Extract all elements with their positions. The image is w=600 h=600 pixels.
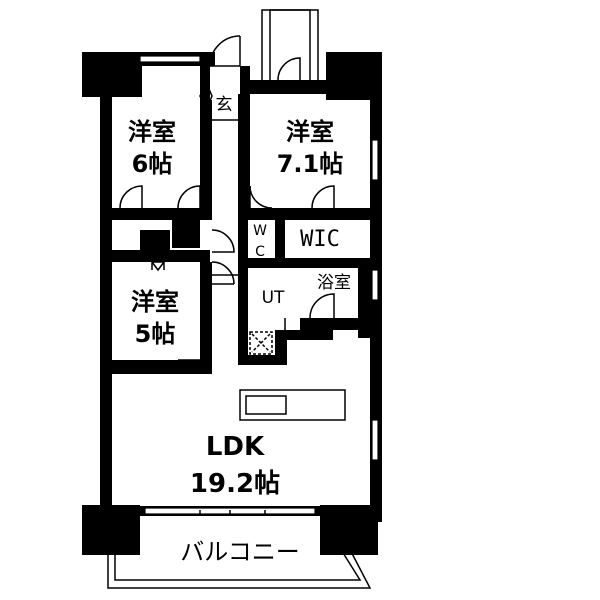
balcony-label: バルコニー <box>180 538 300 566</box>
western-room-2-size: 7.1帖 <box>277 150 344 178</box>
interior-walls <box>100 94 378 374</box>
labels: 玄 洋室 6帖 洋室 7.1帖 W C WC WIC 浴室 UT 洋室 5帖 L… <box>128 95 351 566</box>
exterior-walls <box>82 9 382 555</box>
western-room-3-size: 5帖 <box>135 320 176 348</box>
bath-label: 浴室 <box>317 273 351 293</box>
entrance-label: 玄 <box>216 95 233 115</box>
western-room-1-size: 6帖 <box>132 150 173 178</box>
wc-label-c: C <box>255 244 265 260</box>
ldk-size: 19.2帖 <box>190 469 280 499</box>
doors <box>119 35 335 361</box>
fixtures <box>151 80 346 421</box>
ldk-name: LDK <box>206 432 265 462</box>
wic-label: WIC <box>300 227 340 252</box>
wc-label-w: W <box>253 223 267 239</box>
western-room-3-name: 洋室 <box>131 288 179 316</box>
western-room-1-name: 洋室 <box>128 118 176 146</box>
windows <box>139 55 379 516</box>
western-room-2-name: 洋室 <box>286 118 334 146</box>
balcony <box>107 539 372 589</box>
ut-label: UT <box>262 288 285 308</box>
